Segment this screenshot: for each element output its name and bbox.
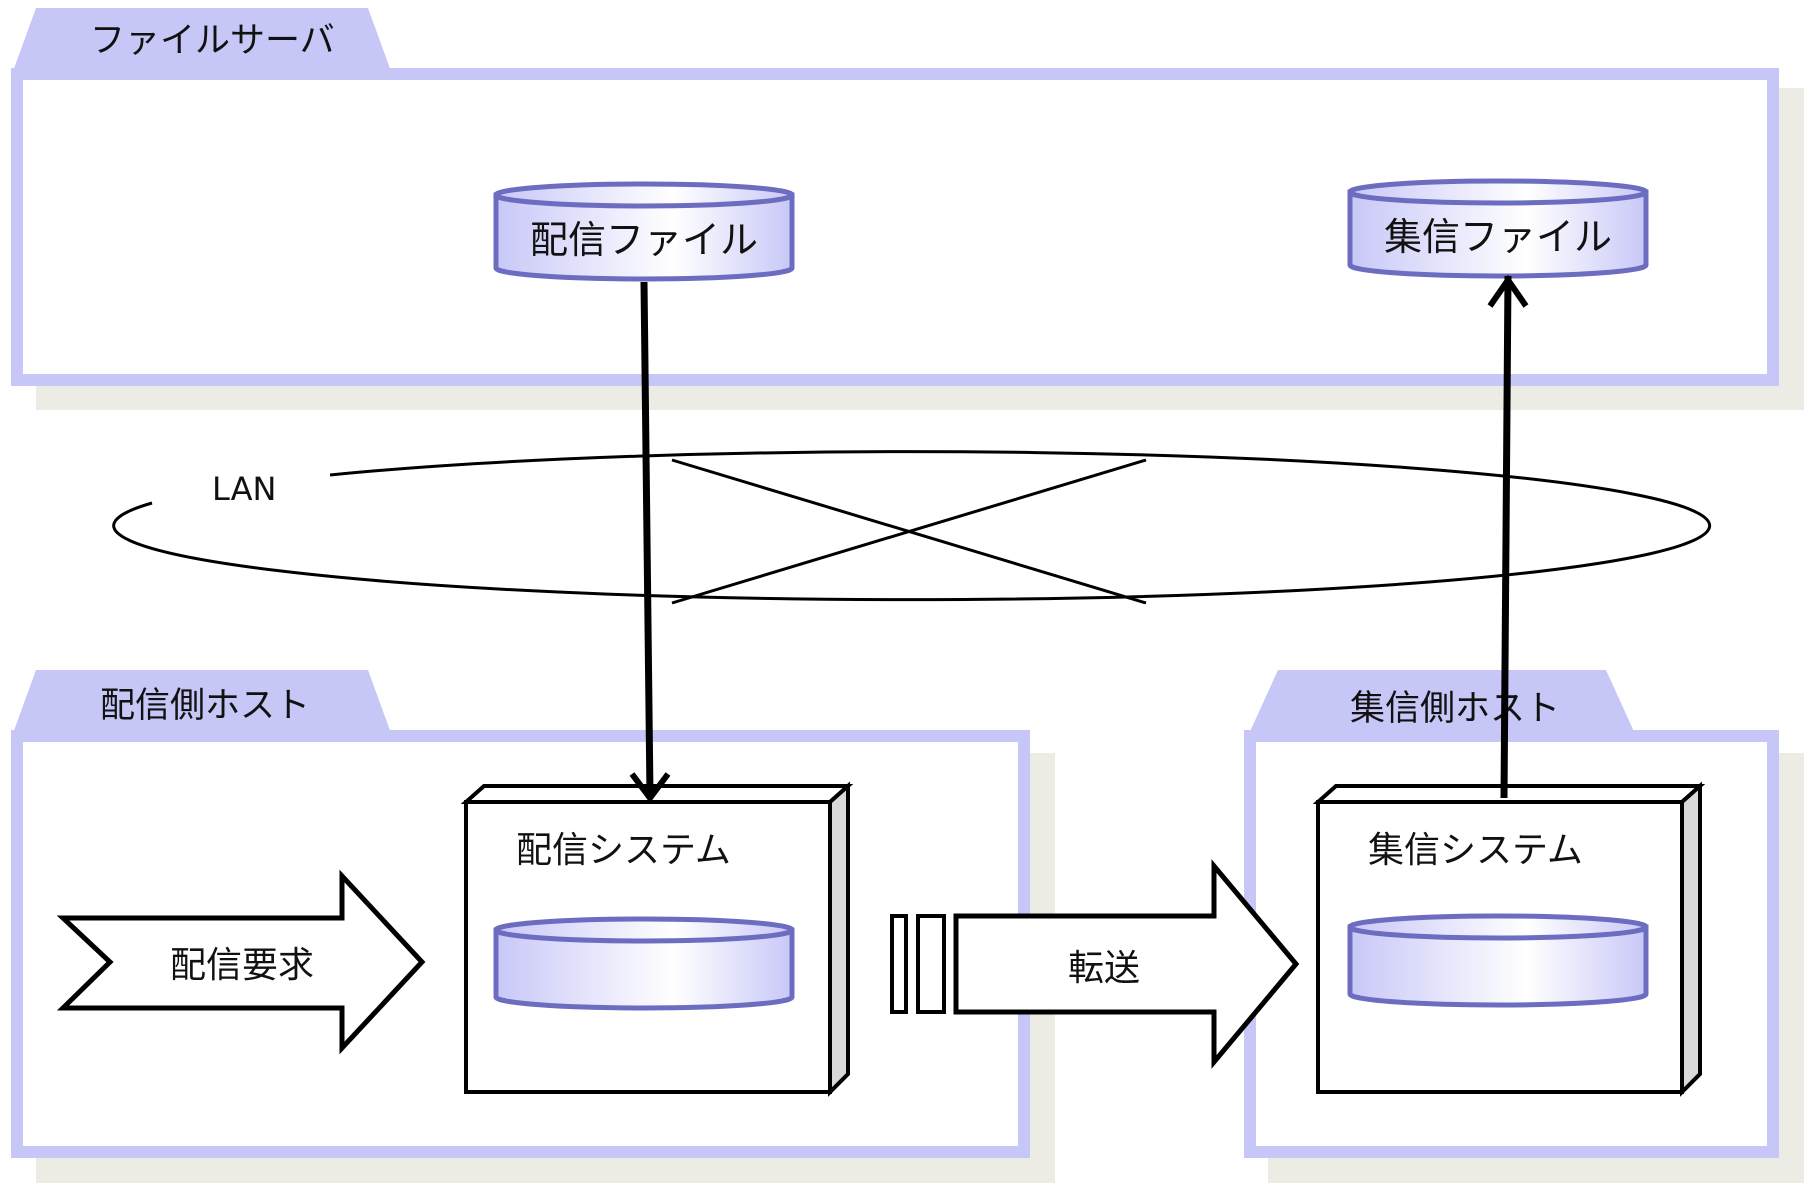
collection-file-db-body — [1347, 189, 1649, 279]
collection-file-database: 集信ファイル — [1347, 178, 1649, 279]
transfer-arrow: 転送 — [890, 859, 1300, 1069]
lan-label: LAN — [212, 470, 276, 508]
distribution-file-db-body — [493, 192, 795, 282]
distribution-host-tab — [12, 670, 392, 736]
distribution-request-arrow-shape — [56, 869, 426, 1055]
distribution-file-label: 配信ファイル — [530, 218, 758, 262]
collection-system-node: 集信システム — [1312, 781, 1706, 1097]
lan-cross-line-2 — [671, 458, 1147, 605]
system-to-file-arrow — [1487, 274, 1529, 799]
collection-host-label: 集信側ホスト — [1350, 689, 1560, 729]
distribution-system-db-top — [493, 916, 795, 944]
lan-ellipse — [112, 450, 1712, 602]
file-server-label: ファイルサーバ — [90, 21, 335, 61]
distribution-request-label: 配信要求 — [170, 945, 314, 986]
system-to-file-arrow-head — [1487, 274, 1529, 308]
distribution-system-db-body — [493, 927, 795, 1011]
collection-system-db-top — [1347, 913, 1649, 941]
transfer-label: 転送 — [1068, 948, 1140, 989]
collection-system-label: 集信システム — [1368, 830, 1583, 871]
collection-system-db-body — [1347, 924, 1649, 1008]
collection-system-node-side — [1680, 781, 1702, 1097]
file-server-tab — [12, 8, 392, 74]
distribution-host-label: 配信側ホスト — [100, 686, 310, 726]
distribution-system-node: 配信システム — [460, 781, 854, 1097]
collection-system-node-top — [1312, 784, 1706, 804]
distribution-system-label: 配信システム — [516, 830, 731, 871]
transfer-arrow-bar-1 — [890, 914, 908, 1014]
file-to-system-arrow-head — [629, 772, 671, 803]
transfer-arrow-shape — [953, 859, 1300, 1069]
system-to-file-arrow-line — [1500, 275, 1512, 799]
collection-host-tab — [1248, 670, 1636, 736]
distribution-file-db-top — [493, 181, 795, 209]
distribution-system-node-side — [828, 781, 850, 1097]
file-to-system-arrow — [629, 281, 671, 803]
lan-network: LAN — [112, 450, 1712, 605]
distribution-file-database: 配信ファイル — [493, 181, 795, 282]
collection-file-label: 集信ファイル — [1384, 215, 1612, 259]
distribution-request-arrow: 配信要求 — [56, 869, 426, 1055]
transfer-arrow-bar-2 — [916, 914, 946, 1014]
collection-file-db-top — [1347, 178, 1649, 206]
file-to-system-arrow-line — [640, 281, 654, 797]
